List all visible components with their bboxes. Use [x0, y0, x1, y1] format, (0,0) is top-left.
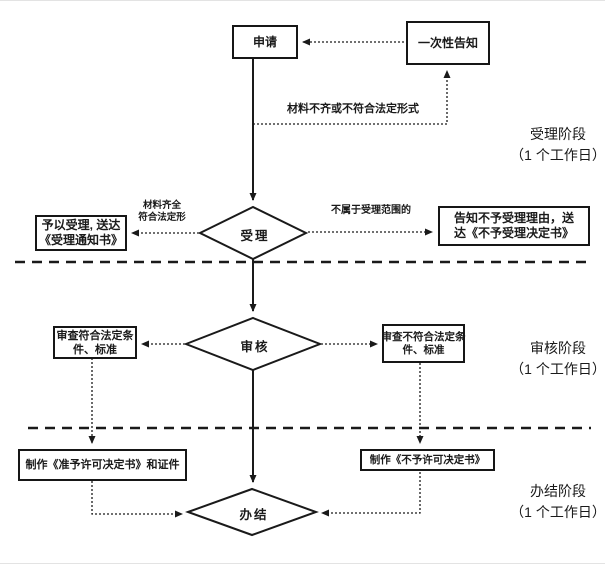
node-accept-no-line2: 达《不予受理决定书》	[453, 226, 574, 240]
stage-label-accept: 受理阶段 （1 个工作日）	[500, 124, 605, 166]
stage-accept-duration: （1 个工作日）	[510, 147, 605, 163]
stage-review-duration: （1 个工作日）	[510, 361, 605, 377]
edge-label-materials-complete-line1: 材料齐全	[142, 200, 181, 211]
node-make-permit-label: 制作《准予许可决定书》和证件	[25, 459, 180, 471]
review-diamond-shape	[183, 316, 323, 372]
stage-accept-name: 受理阶段	[530, 126, 586, 142]
node-accept-no-line1: 告知不予受理理由，送	[453, 211, 574, 225]
accept-diamond-label: 受理	[240, 229, 270, 243]
node-make-denial: 制作《不予许可决定书》	[360, 449, 495, 471]
node-review-fail: 审查不符合法定条 件、标准	[381, 324, 466, 363]
node-review-fail-line2: 件、标准	[402, 343, 445, 356]
node-accept-no: 告知不予受理理由，送 达《不予受理决定书》	[438, 206, 590, 246]
node-review-pass: 审查符合法定条 件、标准	[53, 326, 137, 359]
node-one-time-notice-label: 一次性告知	[417, 35, 478, 50]
stage-review-name: 审核阶段	[530, 340, 586, 356]
node-review-pass-line1: 审查符合法定条	[56, 329, 134, 342]
node-apply: 申请	[232, 25, 298, 59]
node-accept-yes-line1: 予以受理, 送达	[41, 218, 121, 232]
edge-make-denial-to-finish	[321, 468, 421, 517]
edge-make-permit-to-finish	[91, 481, 183, 518]
stage-label-review: 审核阶段 （1 个工作日）	[500, 338, 605, 380]
edge-label-out-of-scope: 不属于受理范围的	[331, 205, 411, 216]
node-accept-yes-line2: 《受理通知书》	[38, 233, 123, 247]
node-review-pass-line2: 件、标准	[73, 343, 117, 356]
edge-label-materials-incomplete: 材料不齐或不符合法定形式	[287, 103, 419, 115]
node-review-fail-line1: 审查不符合法定条	[381, 330, 466, 343]
finish-diamond-label: 办结	[239, 508, 269, 522]
stage-label-finish: 办结阶段 （1 个工作日）	[500, 481, 605, 523]
review-diamond-label: 审核	[240, 340, 270, 354]
node-make-permit: 制作《准予许可决定书》和证件	[18, 449, 187, 481]
node-make-denial-label: 制作《不予许可决定书》	[369, 453, 486, 466]
stage-finish-name: 办结阶段	[530, 483, 586, 499]
finish-diamond-shape	[185, 487, 319, 537]
node-one-time-notice: 一次性告知	[406, 21, 490, 65]
edge-label-materials-complete-line2: 符合法定形	[138, 212, 186, 223]
edge-incomplete-to-notice	[253, 70, 451, 125]
accept-diamond-shape	[197, 205, 309, 261]
stage-finish-duration: （1 个工作日）	[510, 504, 605, 520]
edge-label-materials-complete: 材料齐全 符合法定形	[127, 200, 197, 224]
node-accept-yes: 予以受理, 送达 《受理通知书》	[35, 215, 127, 251]
node-apply-label: 申请	[252, 34, 277, 49]
